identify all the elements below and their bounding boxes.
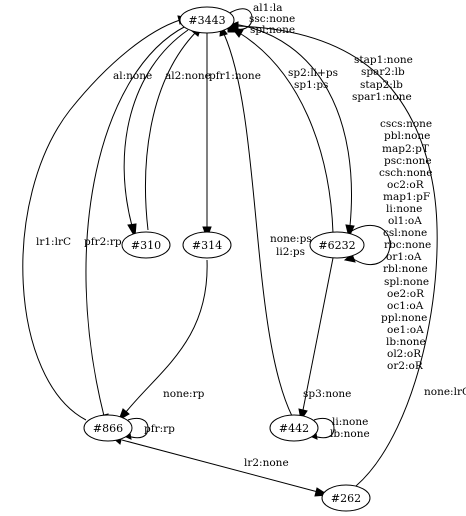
edge-442-3443: none:ps li2:ps: [219, 24, 312, 417]
edge-3443-310: al:none: [113, 29, 189, 239]
edge-label: oe1:oA: [387, 324, 424, 336]
node-6232[interactable]: #6232: [309, 231, 365, 259]
edge-6232-442: sp3:none: [298, 257, 351, 422]
edge-label: li:none: [386, 203, 422, 215]
edge-label: oe2:oR: [387, 288, 425, 300]
edge-label: spl:none: [250, 24, 295, 36]
edge-label: none:rp: [163, 388, 205, 400]
edge-262-3443: none:lrC: [226, 21, 466, 487]
node-442[interactable]: #442: [269, 414, 319, 442]
edge-label: or1:oA: [386, 251, 422, 263]
edge-label: spl:none: [384, 276, 429, 288]
edge-866-262: lr2:none: [110, 435, 330, 497]
node-314[interactable]: #314: [182, 231, 232, 259]
edge-label: oc2:oR: [387, 179, 425, 191]
edge-label: ol2:oR: [387, 348, 422, 360]
edge-label: psc:none: [384, 155, 432, 167]
edge-314-866: none:rp: [118, 259, 208, 422]
edge-label: lb:none: [330, 428, 370, 440]
edge-label: or2:oR: [387, 360, 424, 372]
edge-label: li2:ps: [276, 246, 305, 258]
edge-label: li:none: [332, 416, 368, 428]
edge-label: pfr1:none: [209, 70, 261, 82]
edge-label: csch:none: [379, 167, 433, 179]
edge-label: spar1:none: [352, 91, 412, 103]
edge-3443-6232: stap1:none spar2:lb stap2:lb spar1:none: [233, 23, 413, 239]
node-310[interactable]: #310: [121, 231, 171, 259]
edge-label: ol1:oA: [388, 215, 422, 227]
node-label: #3443: [188, 14, 225, 27]
edge-label: oc1:oA: [387, 300, 424, 312]
edge-label: al:none: [113, 70, 152, 82]
node-label: #310: [131, 239, 161, 252]
edge-label: ssc:none: [249, 13, 295, 25]
edge-label: pfr:rp: [144, 423, 175, 435]
edge-label: stap1:none: [354, 54, 413, 66]
edge-label: map2:pT: [382, 143, 429, 155]
edge-3443-self: al1:la ssc:none spl:none: [227, 2, 295, 36]
edge-label: sp1:ps: [294, 79, 328, 91]
edge-label: sp2:li+ps: [288, 67, 338, 79]
edge-label: rbl:none: [383, 263, 428, 275]
edge-label: ppl:none: [381, 312, 427, 324]
node-label: #442: [279, 422, 309, 435]
edge-310-3443: al2:none: [145, 26, 211, 231]
node-label: #866: [93, 422, 123, 435]
edge-6232-self: cscs:none pbl:none map2:pT psc:none csch…: [343, 118, 433, 372]
edge-label: map1:pF: [383, 191, 430, 203]
edge-label: none:ps: [270, 233, 312, 245]
edge-label: csl:none: [383, 227, 427, 239]
edge-6232-3443: sp2:li+ps sp1:ps: [230, 27, 338, 234]
node-label: #6232: [318, 239, 355, 252]
edge-442-self: li:none lb:none: [308, 416, 370, 440]
edge-label: lr1:lrC: [36, 236, 71, 248]
edge-label: spar2:lb: [361, 66, 405, 78]
edge-label: al1:la: [253, 2, 282, 14]
edge-label: pbl:none: [384, 130, 430, 142]
edge-label: none:lrC: [424, 386, 466, 398]
edge-label: sp3:none: [303, 388, 351, 400]
node-label: #262: [331, 492, 361, 505]
node-3443[interactable]: #3443: [179, 6, 235, 34]
edge-label: rbc:none: [384, 239, 431, 251]
edge-label: pfr2:rp: [84, 236, 122, 248]
node-866[interactable]: #866: [83, 414, 133, 442]
edge-3443-314: pfr1:none: [202, 32, 261, 240]
edge-label: cscs:none: [380, 118, 432, 130]
edge-label: lb:none: [386, 336, 426, 348]
edge-label: lr2:none: [244, 457, 289, 469]
node-label: #314: [192, 239, 222, 252]
node-262[interactable]: #262: [321, 484, 371, 512]
edge-label: al2:none: [165, 70, 211, 82]
edge-label: stap2:lb: [360, 79, 403, 91]
